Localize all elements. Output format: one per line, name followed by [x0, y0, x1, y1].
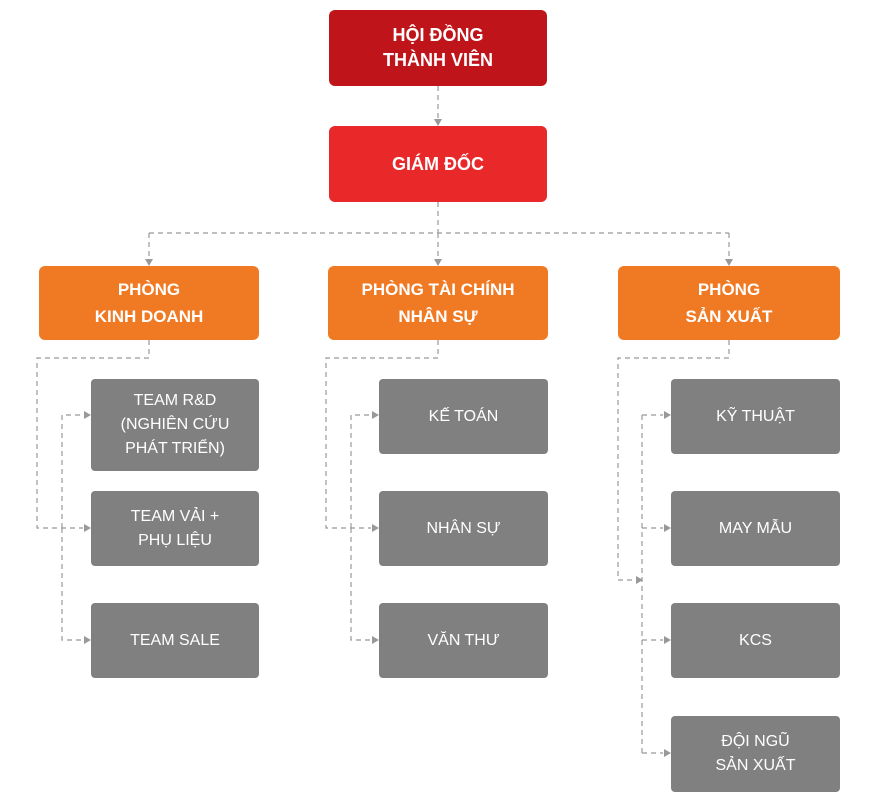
- team-sale-node: TEAM SALE: [91, 603, 259, 678]
- team-hr-node: NHÂN SỰ: [379, 491, 548, 566]
- dept-finance-hr-node: PHÒNG TÀI CHÍNH NHÂN SỰ: [328, 266, 548, 340]
- arrow-production-team-2: [664, 524, 671, 532]
- arrow-finance-team-2: [372, 524, 379, 532]
- connector-director-departments: [148, 202, 730, 258]
- arrow-to-dept-finance: [434, 259, 442, 266]
- arrow-to-dept-production: [725, 259, 733, 266]
- team-technical-node: KỸ THUẬT: [671, 379, 840, 454]
- arrow-to-dept-sales: [145, 259, 153, 266]
- team-fabric-accessories-node: TEAM VẢI + PHỤ LIỆU: [91, 491, 259, 566]
- team-qc-node: KCS: [671, 603, 840, 678]
- director-node: GIÁM ĐỐC: [329, 126, 547, 202]
- board-node: HỘI ĐỒNG THÀNH VIÊN: [329, 10, 547, 86]
- arrow-production-team-3: [664, 636, 671, 644]
- arrow-production-junction: [636, 576, 643, 584]
- arrow-production-team-1: [664, 411, 671, 419]
- connector-sales-teams: [36, 340, 150, 641]
- arrow-sales-team-2: [84, 524, 91, 532]
- team-rd-node: TEAM R&D (NGHIÊN CỨU PHÁT TRIỂN): [91, 379, 259, 471]
- dept-sales-node: PHÒNG KINH DOANH: [39, 266, 259, 340]
- arrow-to-director: [434, 119, 442, 126]
- team-sample-sewing-node: MAY MẪU: [671, 491, 840, 566]
- team-accounting-node: KẾ TOÁN: [379, 379, 548, 454]
- connector-production-teams: [617, 340, 730, 754]
- arrow-finance-team-3: [372, 636, 379, 644]
- arrow-finance-team-1: [372, 411, 379, 419]
- team-clerical-node: VĂN THƯ: [379, 603, 548, 678]
- arrow-sales-team-3: [84, 636, 91, 644]
- dept-production-node: PHÒNG SẢN XUẤT: [618, 266, 840, 340]
- arrow-production-team-4: [664, 749, 671, 757]
- connector-finance-teams: [325, 340, 439, 641]
- team-production-crew-node: ĐỘI NGŨ SẢN XUẤT: [671, 716, 840, 792]
- arrow-sales-team-1: [84, 411, 91, 419]
